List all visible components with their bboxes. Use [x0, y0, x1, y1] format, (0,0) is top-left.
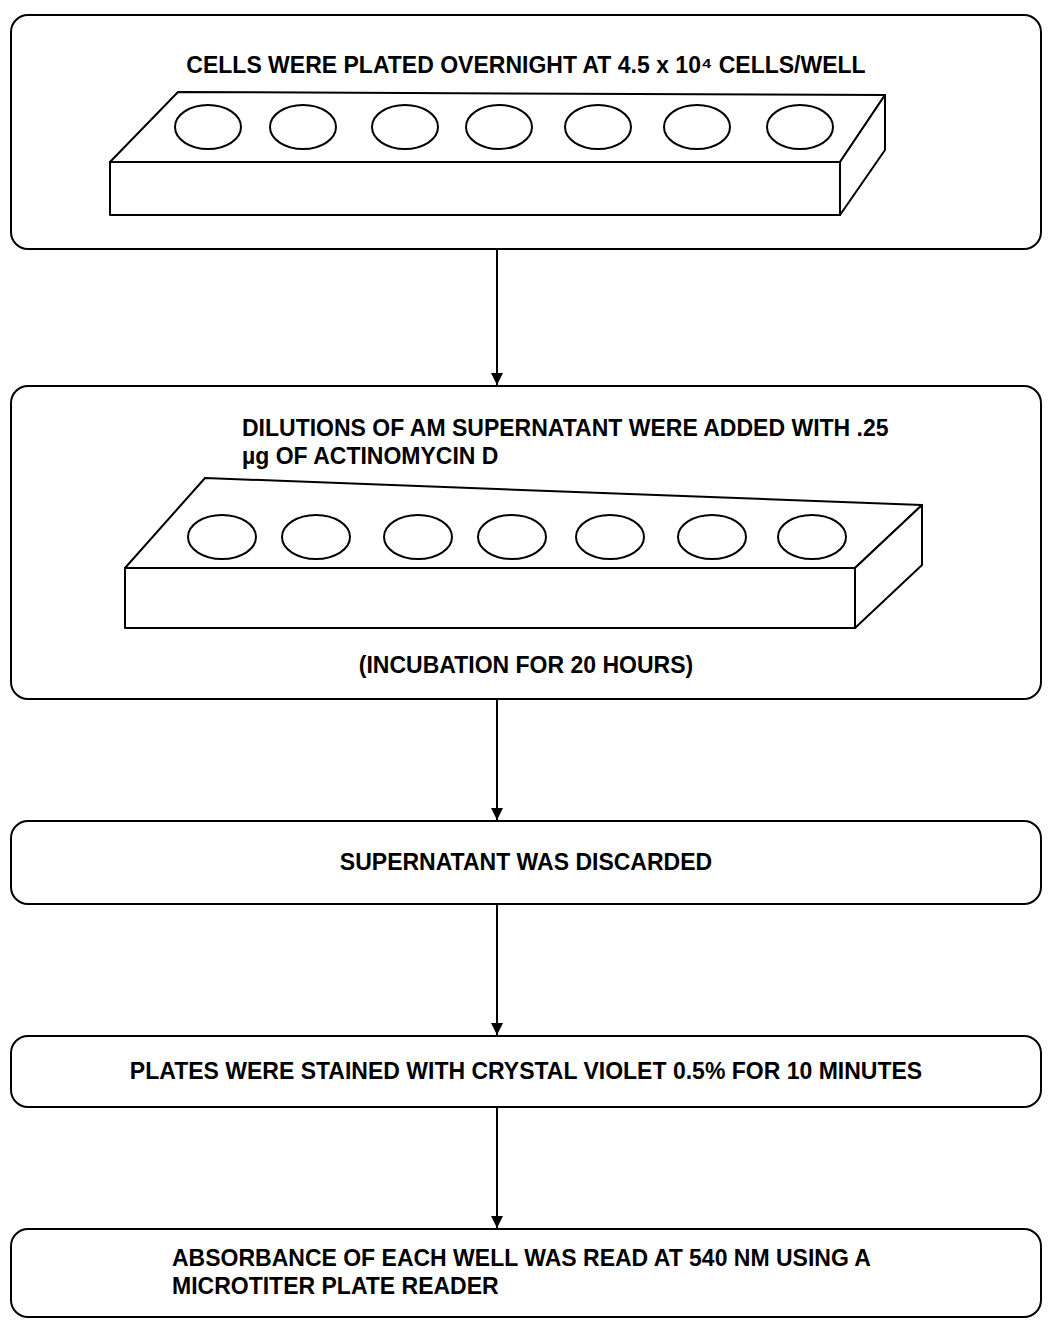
- microtiter-plate: [125, 478, 922, 628]
- well: [778, 515, 846, 559]
- step-text: DILUTIONS OF AM SUPERNATANT WERE ADDED W…: [242, 415, 922, 470]
- well: [188, 515, 256, 559]
- step-text: PLATES WERE STAINED WITH CRYSTAL VIOLET …: [32, 1058, 1020, 1086]
- plate-wells: [188, 515, 846, 559]
- flow-arrow: [496, 1108, 498, 1228]
- microtiter-plate: [110, 92, 885, 215]
- well: [466, 105, 532, 149]
- well: [678, 515, 746, 559]
- well: [270, 105, 336, 149]
- reading-step-box: ABSORBANCE OF EACH WELL WAS READ AT 540 …: [10, 1228, 1042, 1318]
- flow-arrow: [496, 250, 498, 385]
- well: [175, 105, 241, 149]
- well: [478, 515, 546, 559]
- well: [565, 105, 631, 149]
- well: [664, 105, 730, 149]
- discard-step-box: SUPERNATANT WAS DISCARDED: [10, 820, 1042, 905]
- plate-wells: [175, 105, 833, 149]
- treatment-step-box: DILUTIONS OF AM SUPERNATANT WERE ADDED W…: [10, 385, 1042, 700]
- flow-arrow: [496, 905, 498, 1035]
- plating-step-box: CELLS WERE PLATED OVERNIGHT AT 4.5 x 10⁴…: [10, 14, 1042, 250]
- flow-arrow: [496, 700, 498, 820]
- step-text: SUPERNATANT WAS DISCARDED: [32, 849, 1020, 877]
- well: [384, 515, 452, 559]
- well: [282, 515, 350, 559]
- step-text: ABSORBANCE OF EACH WELL WAS READ AT 540 …: [172, 1245, 892, 1300]
- incubation-note: (INCUBATION FOR 20 HOURS): [32, 652, 1020, 680]
- step-text: CELLS WERE PLATED OVERNIGHT AT 4.5 x 10⁴…: [32, 52, 1020, 80]
- well: [576, 515, 644, 559]
- staining-step-box: PLATES WERE STAINED WITH CRYSTAL VIOLET …: [10, 1035, 1042, 1108]
- well: [372, 105, 438, 149]
- well: [767, 105, 833, 149]
